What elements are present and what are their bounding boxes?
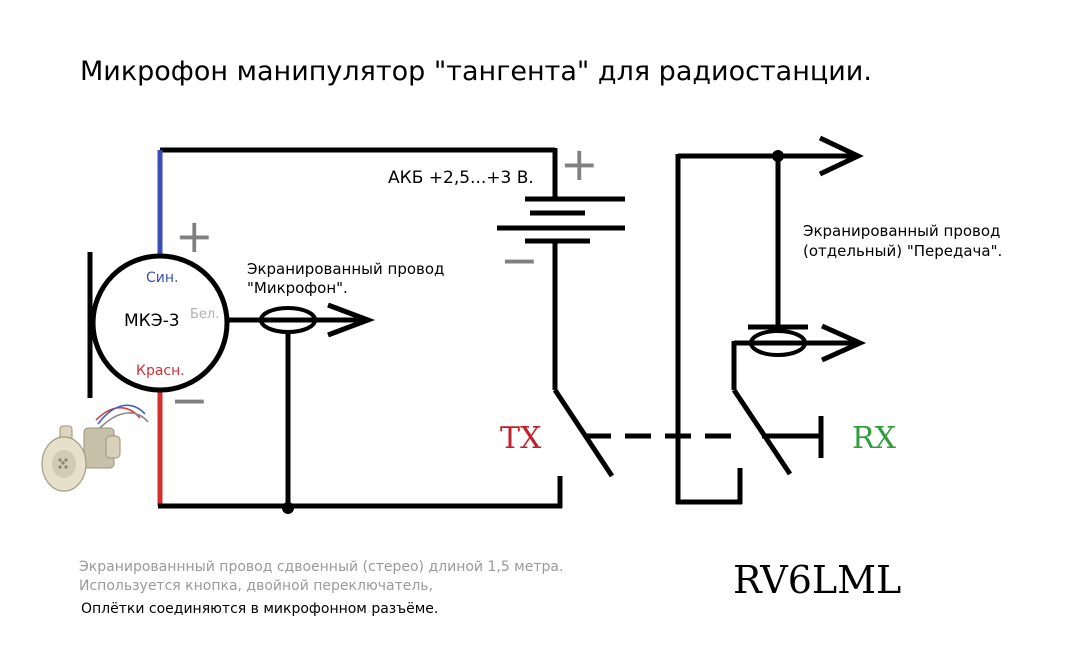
pin-blue-label: Син. [146,270,178,286]
mic-plus-sign: + [175,209,214,263]
tx-label: TX [500,421,542,456]
mic-cable: Экранированный провод "Микрофон". [226,260,444,338]
author-callsign: RV6LML [733,558,901,602]
battery-symbol: АКБ +2,5...+3 В. + − [388,137,625,287]
ground-junction [282,502,294,514]
tx-cable-label-line2: (отдельный) "Передача". [803,242,1002,260]
ptt-signal-arrow-icon [820,323,867,363]
note-line-2: Используется кнопка, двойной переключате… [79,578,433,594]
mic-cable-label-line1: Экранированный провод [247,260,444,278]
microphone-capsule [90,253,230,393]
ptt-circuit: RX Экранированный провод (отдельный) "Пе… [675,135,1002,505]
mic-arrow-icon [327,302,376,338]
tx-cable-label-line1: Экранированный провод [803,222,1000,240]
microphone-photo [41,404,149,492]
ptt-shield-ring [749,329,807,357]
tx-switch: TX [500,388,615,478]
diagram-title: Микрофон манипулятор "тангента" для ради… [80,56,872,87]
mic-shield-ring [259,306,317,334]
battery-plus-sign: + [560,137,599,191]
microphone-name: МКЭ-3 [124,311,180,331]
mic-cable-label-line2: "Микрофон". [247,279,348,297]
note-line-1: Экранированнный провод сдвоенный (стерео… [79,559,563,575]
rx-switch-blade [731,388,793,476]
battery-label: АКБ +2,5...+3 В. [388,168,534,188]
note-line-3: Оплётки соединяются в микрофонном разъём… [81,601,438,617]
notes: Экранированнный провод сдвоенный (стерео… [79,559,563,617]
main-circuit [157,147,563,514]
ptt-top-arrow-icon [818,135,864,177]
tx-switch-blade [552,388,615,478]
pin-red-label: Красн. [136,363,185,379]
mic-minus-sign: − [170,373,209,427]
microphone: МКЭ-3 Син. Бел. Красн. + − [87,209,230,427]
pin-white-label: Бел. [190,307,219,322]
rx-label: RX [852,421,897,456]
battery-minus-sign: − [500,233,539,287]
